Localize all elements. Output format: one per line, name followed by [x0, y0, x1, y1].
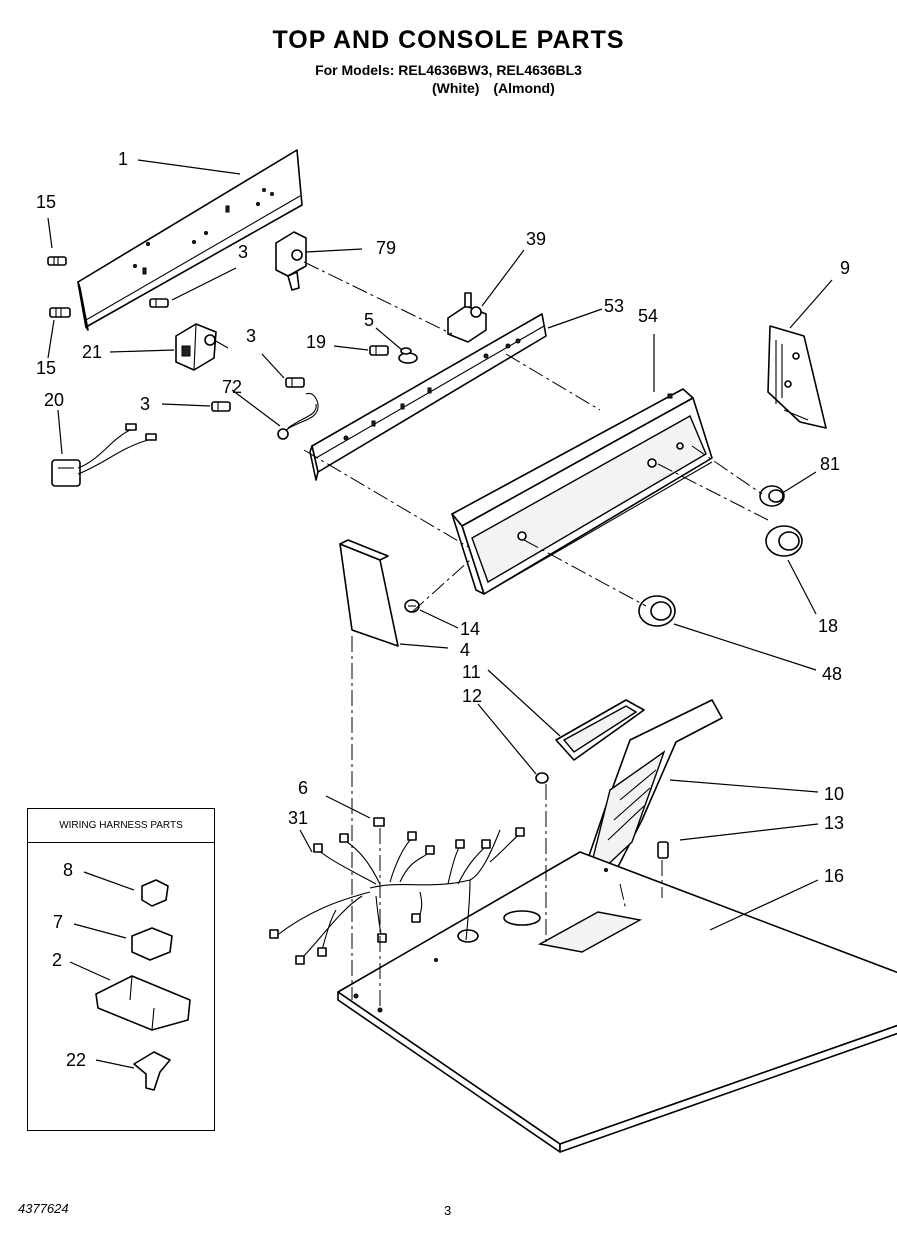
- color-white: (White): [432, 80, 480, 96]
- part-20-wire-harness: [51, 423, 157, 487]
- callout-labels: 1 15 3 79 39 9 15 21 3 19 5 53 54 20 3 7…: [36, 149, 850, 1070]
- callout-20: 20: [44, 390, 64, 410]
- part-53-console-brace: [309, 313, 547, 481]
- part-21-timer: [175, 323, 229, 371]
- callout-11: 11: [462, 662, 481, 682]
- callout-3-lower: 3: [140, 394, 150, 414]
- part-5-clip: [398, 347, 418, 364]
- color-almond: (Almond): [493, 80, 555, 96]
- part-10-duct-cover: [577, 699, 723, 895]
- callout-8: 8: [63, 860, 73, 880]
- callout-54: 54: [638, 306, 658, 326]
- callout-4: 4: [460, 640, 470, 660]
- part-79-switch: [275, 231, 307, 291]
- leader-lines: [47, 159, 833, 1069]
- callout-10: 10: [824, 784, 844, 804]
- part-6-clip: [373, 817, 385, 827]
- callout-15-bottom: 15: [36, 358, 56, 378]
- callout-21: 21: [82, 342, 102, 362]
- part-7-connector: [131, 927, 173, 961]
- part-1-rear-panel: [77, 149, 303, 331]
- part-39-buzzer: [447, 292, 487, 343]
- callout-79: 79: [376, 238, 396, 258]
- callout-16: 16: [824, 866, 844, 886]
- callout-19: 19: [306, 332, 326, 352]
- wiring-harness-legend-title: WIRING HARNESS PARTS: [27, 808, 215, 843]
- callout-81: 81: [820, 454, 840, 474]
- callout-22: 22: [66, 1050, 86, 1070]
- part-16-top-panel: [337, 851, 897, 1153]
- part-8-connector: [141, 879, 169, 907]
- part-4-side-bracket: [339, 539, 399, 647]
- alignment-lines: [303, 261, 769, 1012]
- document-number: 4377624: [18, 1201, 69, 1216]
- part-3-screw-lower: [211, 401, 231, 412]
- part-15-screw-top: [47, 256, 67, 266]
- part-72-ground-wire: [277, 392, 319, 440]
- callout-39: 39: [526, 229, 546, 249]
- callout-9: 9: [840, 258, 850, 278]
- part-3-screw-upper: [149, 298, 169, 308]
- part-9-end-cap: [767, 325, 827, 429]
- part-12-clip: [535, 772, 549, 784]
- callout-2: 2: [52, 950, 62, 970]
- part-15-screw-bottom: [49, 307, 71, 318]
- callout-31: 31: [288, 808, 308, 828]
- callout-18: 18: [818, 616, 838, 636]
- callout-1: 1: [118, 149, 128, 169]
- model-numbers: For Models: REL4636BW3, REL4636BL3: [315, 62, 582, 78]
- page-title: TOP AND CONSOLE PARTS: [272, 26, 625, 54]
- callout-48: 48: [822, 664, 842, 684]
- part-11-lint-screen: [555, 699, 645, 761]
- callout-3-upper: 3: [238, 242, 248, 262]
- part-13-screw: [657, 841, 669, 859]
- callout-15-top: 15: [36, 192, 56, 212]
- page-number: 3: [444, 1203, 452, 1218]
- part-81-knob: [759, 485, 785, 507]
- part-3-screw-middle: [285, 377, 305, 388]
- callout-13: 13: [824, 813, 844, 833]
- callout-3-middle: 3: [246, 326, 256, 346]
- callout-7: 7: [53, 912, 63, 932]
- callout-72: 72: [222, 377, 242, 397]
- part-31-main-wire-harness: [269, 827, 525, 965]
- part-19-screw: [369, 345, 389, 356]
- callout-53: 53: [604, 296, 624, 316]
- part-2-connector-block: [95, 975, 191, 1031]
- part-22-clip: [133, 1051, 171, 1091]
- callout-14: 14: [460, 619, 480, 639]
- part-48-knob: [638, 595, 676, 627]
- callout-12: 12: [462, 686, 482, 706]
- callout-6: 6: [298, 778, 308, 798]
- part-14-screw: [404, 599, 420, 613]
- part-18-knob: [765, 525, 803, 557]
- model-colors: (White) (Almond): [432, 80, 565, 96]
- part-54-console: [451, 388, 713, 595]
- callout-5: 5: [364, 310, 374, 330]
